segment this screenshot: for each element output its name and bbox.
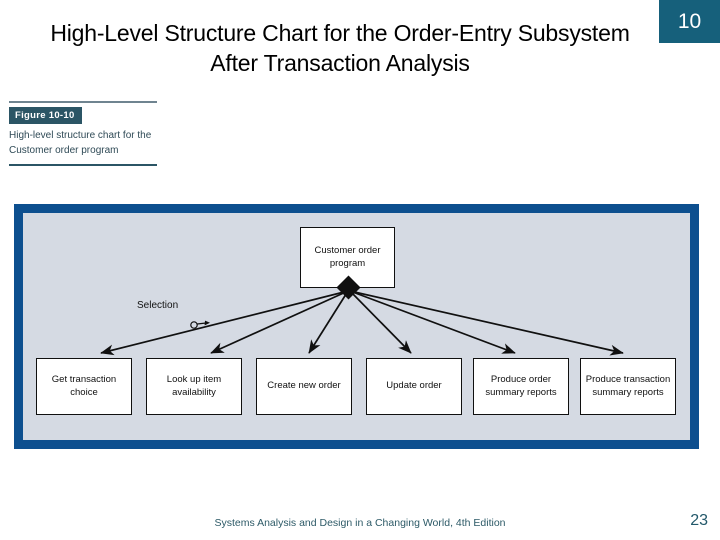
module-produce-transaction-summary-reports[interactable]: Produce transaction summary reports	[580, 358, 676, 415]
figure-label: Figure 10-10	[9, 107, 82, 124]
footer-citation: Systems Analysis and Design in a Changin…	[214, 517, 506, 529]
footer-page-number: 23	[690, 512, 708, 529]
structure-chart-frame: Customer order program Selection Get tra…	[14, 204, 699, 449]
structure-chart-canvas: Customer order program Selection Get tra…	[23, 213, 690, 440]
chapter-badge: 10	[659, 0, 720, 43]
connector-6	[349, 290, 624, 356]
module-get-transaction-choice[interactable]: Get transaction choice	[36, 358, 132, 415]
module-look-up-item-availability[interactable]: Look up item availability	[146, 358, 242, 415]
connector-3	[308, 290, 349, 354]
module-produce-order-summary-reports[interactable]: Produce order summary reports	[473, 358, 569, 415]
caption-top-rule	[9, 101, 157, 103]
connector-1	[100, 290, 349, 356]
module-create-new-order[interactable]: Create new order	[256, 358, 352, 415]
connector-4	[349, 290, 412, 354]
module-update-order[interactable]: Update order	[366, 358, 462, 415]
connector-5	[349, 290, 516, 354]
figure-description: High-level structure chart for the Custo…	[9, 130, 152, 156]
connector-layer	[100, 290, 624, 356]
loop-arrow-icon	[190, 320, 210, 329]
caption-bottom-rule	[9, 164, 157, 166]
selection-label: Selection	[137, 300, 179, 311]
connector-2	[210, 290, 349, 354]
figure-caption: Figure 10-10 High-level structure chart …	[9, 101, 157, 166]
page-title: High-Level Structure Chart for the Order…	[50, 20, 630, 76]
